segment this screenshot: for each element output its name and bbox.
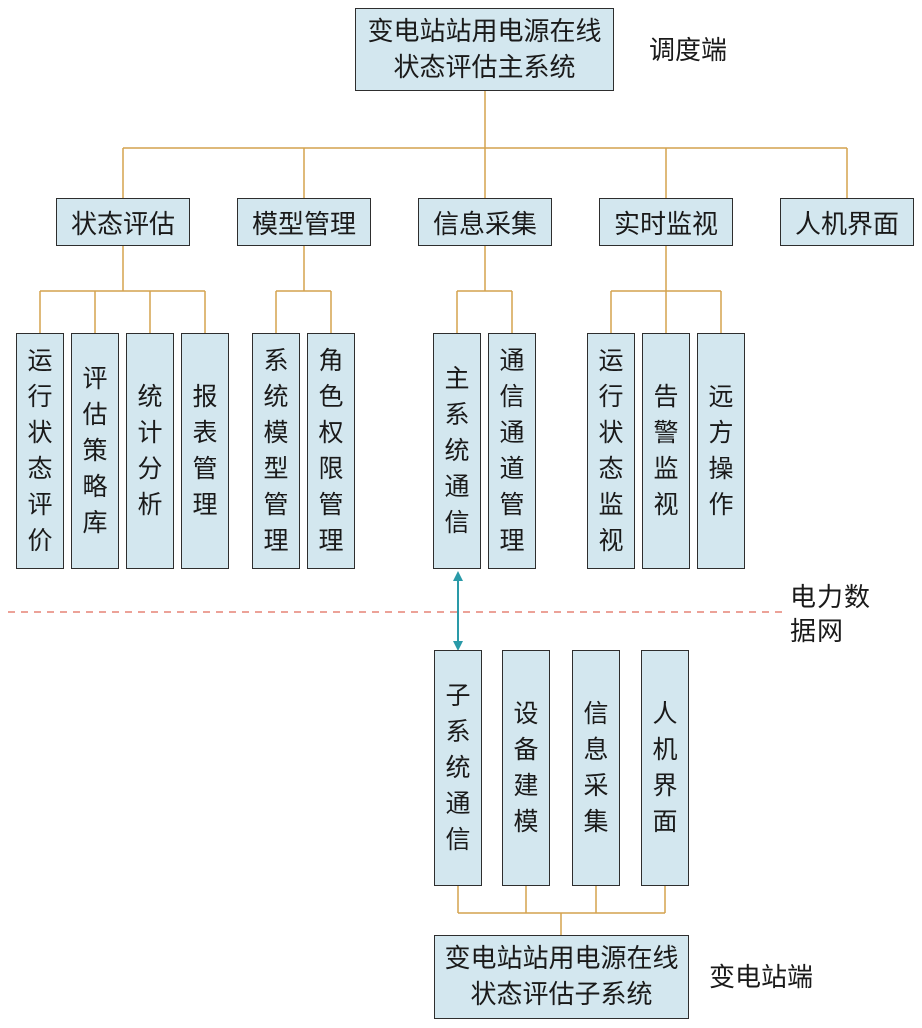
substation-root-label: 变电站站用电源在线状态评估子系统 (444, 944, 679, 1010)
module-info-collection: 信息采集 (418, 198, 552, 246)
dispatch-root-node: 变电站站用电源在线状态评估主系统 (355, 8, 614, 91)
leaf-remote-operation: 远方操作 (697, 333, 745, 569)
module-hmi: 人机界面 (780, 198, 914, 246)
leaf-label: 角色权限管理 (318, 346, 344, 555)
sub-module-subsystem-communication: 子系统通信 (434, 650, 482, 886)
module-status-assessment: 状态评估 (56, 198, 190, 246)
module-model-management: 模型管理 (237, 198, 371, 246)
leaf-label: 告警监视 (653, 382, 679, 519)
dispatch-side-label: 调度端 (649, 36, 728, 66)
module-label: 实时监视 (613, 209, 718, 240)
leaf-role-permission-management: 角色权限管理 (307, 333, 355, 569)
module-realtime-monitoring: 实时监视 (599, 198, 733, 246)
substation-side-label: 变电站端 (709, 963, 814, 993)
leaf-label: 运行状态监视 (598, 346, 624, 555)
leaf-alarm-monitoring: 告警监视 (642, 333, 690, 569)
leaf-channel-management: 通信通道管理 (488, 333, 536, 569)
leaf-label: 远方操作 (708, 382, 734, 519)
module-label: 状态评估 (70, 209, 175, 240)
leaf-main-system-communication: 主系统通信 (433, 333, 481, 569)
network-label: 电力数据网 (790, 583, 872, 647)
leaf-system-model-management: 系统模型管理 (252, 333, 300, 569)
sub-module-label: 子系统通信 (445, 681, 471, 854)
leaf-label: 主系统通信 (444, 364, 470, 537)
module-label: 信息采集 (432, 209, 537, 240)
leaf-label: 系统模型管理 (263, 346, 289, 555)
leaf-label: 报表管理 (192, 382, 218, 519)
leaf-statistical-analysis: 统计分析 (126, 333, 174, 569)
sub-module-label: 设备建模 (513, 699, 539, 836)
leaf-operation-status-monitoring: 运行状态监视 (587, 333, 635, 569)
sub-module-device-modeling: 设备建模 (502, 650, 550, 886)
sub-module-label: 信息采集 (583, 699, 609, 836)
leaf-label: 统计分析 (137, 382, 163, 519)
dispatch-root-label: 变电站站用电源在线状态评估主系统 (367, 16, 602, 83)
module-label: 人机界面 (794, 209, 899, 240)
leaf-label: 通信通道管理 (499, 346, 525, 555)
leaf-label: 评估策略库 (82, 364, 108, 537)
module-label: 模型管理 (251, 209, 356, 240)
leaf-operation-status-evaluation: 运行状态评价 (16, 333, 64, 569)
leaf-report-management: 报表管理 (181, 333, 229, 569)
leaf-label: 运行状态评价 (27, 346, 53, 555)
sub-module-info-collection: 信息采集 (572, 650, 620, 886)
leaf-evaluation-strategy-library: 评估策略库 (71, 333, 119, 569)
substation-root-node: 变电站站用电源在线状态评估子系统 (434, 935, 689, 1019)
tree-connectors (39, 90, 848, 935)
sub-module-label: 人机界面 (652, 699, 678, 836)
sub-module-hmi: 人机界面 (641, 650, 689, 886)
